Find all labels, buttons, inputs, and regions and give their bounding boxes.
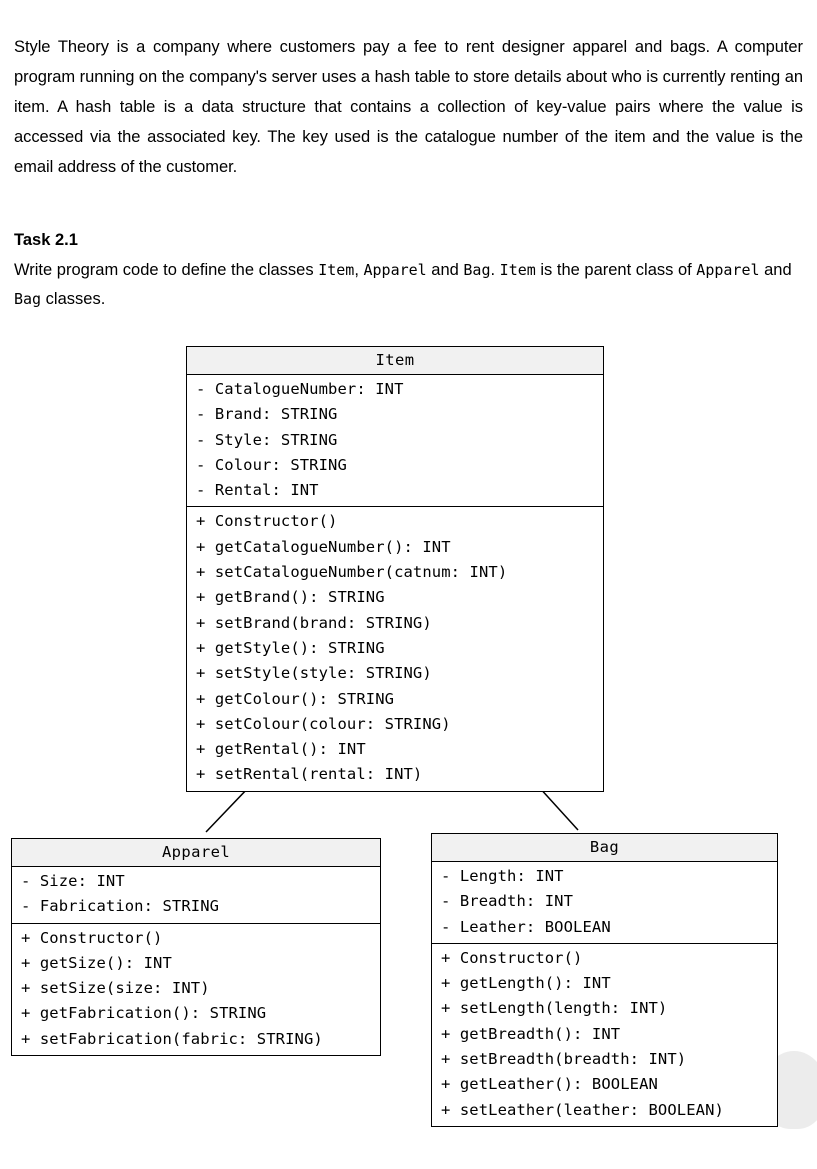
- uml-class-item: Item - CatalogueNumber: INT - Brand: STR…: [186, 346, 604, 792]
- task-class-bag-2: Bag: [14, 290, 42, 308]
- task-desc-text-7: classes.: [41, 290, 106, 308]
- uml-attribute: - CatalogueNumber: INT: [196, 380, 404, 398]
- uml-class-bag-methods: + Constructor() + getLength(): INT + set…: [432, 942, 777, 1126]
- task-block: Task 2.1 Write program code to define th…: [14, 228, 803, 314]
- task-title: Task 2.1: [14, 231, 78, 249]
- uml-method: + getFabrication(): STRING: [21, 1004, 267, 1023]
- uml-class-item-title: Item: [187, 347, 603, 375]
- uml-attribute: - Brand: STRING: [196, 405, 338, 424]
- task-class-bag: Bag: [463, 261, 491, 279]
- uml-class-apparel: Apparel - Size: INT - Fabrication: STRIN…: [11, 838, 381, 1057]
- task-desc-text-2: ,: [354, 261, 364, 279]
- uml-method: + getStyle(): STRING: [196, 638, 385, 657]
- uml-method: + getLeather(): BOOLEAN: [441, 1075, 658, 1094]
- intro-paragraph: Style Theory is a company where customer…: [14, 38, 803, 176]
- uml-class-bag: Bag - Length: INT - Breadth: INT - Leath…: [431, 833, 778, 1127]
- task-description: Write program code to define the classes…: [14, 256, 803, 314]
- uml-method: + setStyle(style: STRING): [196, 664, 432, 683]
- uml-method: + getBreadth(): INT: [441, 1024, 621, 1043]
- uml-method: + setBreadth(breadth: INT): [441, 1050, 687, 1069]
- uml-class-apparel-attributes: - Size: INT - Fabrication: STRING: [12, 867, 380, 923]
- uml-attribute: - Size: INT: [21, 872, 125, 890]
- task-desc-text-4: .: [490, 261, 500, 279]
- uml-attribute: - Colour: STRING: [196, 455, 347, 474]
- uml-attribute: - Style: STRING: [196, 430, 338, 449]
- uml-method: + getLength(): INT: [441, 974, 611, 993]
- uml-method: + setRental(rental: INT): [196, 765, 423, 784]
- uml-class-item-attributes: - CatalogueNumber: INT - Brand: STRING -…: [187, 375, 603, 506]
- uml-method: + getColour(): STRING: [196, 689, 395, 708]
- intro-paragraph-block: Style Theory is a company where customer…: [14, 32, 803, 182]
- uml-method: + getBrand(): STRING: [196, 588, 385, 607]
- uml-method: + setColour(colour: STRING): [196, 714, 451, 733]
- uml-method: + getRental(): INT: [196, 740, 366, 759]
- task-desc-text-6: and: [759, 261, 792, 279]
- task-class-item-2: Item: [499, 261, 536, 279]
- uml-method: + setLeather(leather: BOOLEAN): [441, 1100, 724, 1119]
- uml-attribute: - Leather: BOOLEAN: [441, 917, 611, 936]
- uml-method: + getCatalogueNumber(): INT: [196, 537, 451, 556]
- uml-attribute: - Rental: INT: [196, 481, 319, 500]
- task-desc-text-3: and: [426, 261, 464, 279]
- task-class-apparel: Apparel: [363, 261, 427, 279]
- task-class-item: Item: [318, 261, 355, 279]
- task-class-apparel-2: Apparel: [696, 261, 760, 279]
- uml-method: + setBrand(brand: STRING): [196, 613, 432, 632]
- uml-method: + setFabrication(fabric: STRING): [21, 1029, 323, 1048]
- uml-attribute: - Length: INT: [441, 867, 564, 885]
- uml-class-bag-attributes: - Length: INT - Breadth: INT - Leather: …: [432, 862, 777, 943]
- uml-method: + Constructor(): [21, 928, 163, 947]
- uml-class-apparel-title: Apparel: [12, 839, 380, 867]
- uml-class-apparel-methods: + Constructor() + getSize(): INT + setSi…: [12, 922, 380, 1055]
- uml-method: + setSize(size: INT): [21, 979, 210, 998]
- uml-method: + Constructor(): [196, 512, 338, 531]
- uml-method: + getSize(): INT: [21, 953, 172, 972]
- task-desc-text-5: is the parent class of: [535, 261, 697, 279]
- uml-class-item-methods: + Constructor() + getCatalogueNumber(): …: [187, 506, 603, 790]
- uml-attribute: - Fabrication: STRING: [21, 897, 220, 916]
- uml-class-bag-title: Bag: [432, 834, 777, 862]
- uml-method: + setCatalogueNumber(catnum: INT): [196, 563, 508, 582]
- uml-attribute: - Breadth: INT: [441, 892, 574, 911]
- task-desc-text-1: Write program code to define the classes: [14, 261, 319, 279]
- uml-method: + setLength(length: INT): [441, 999, 668, 1018]
- uml-method: + Constructor(): [441, 948, 583, 967]
